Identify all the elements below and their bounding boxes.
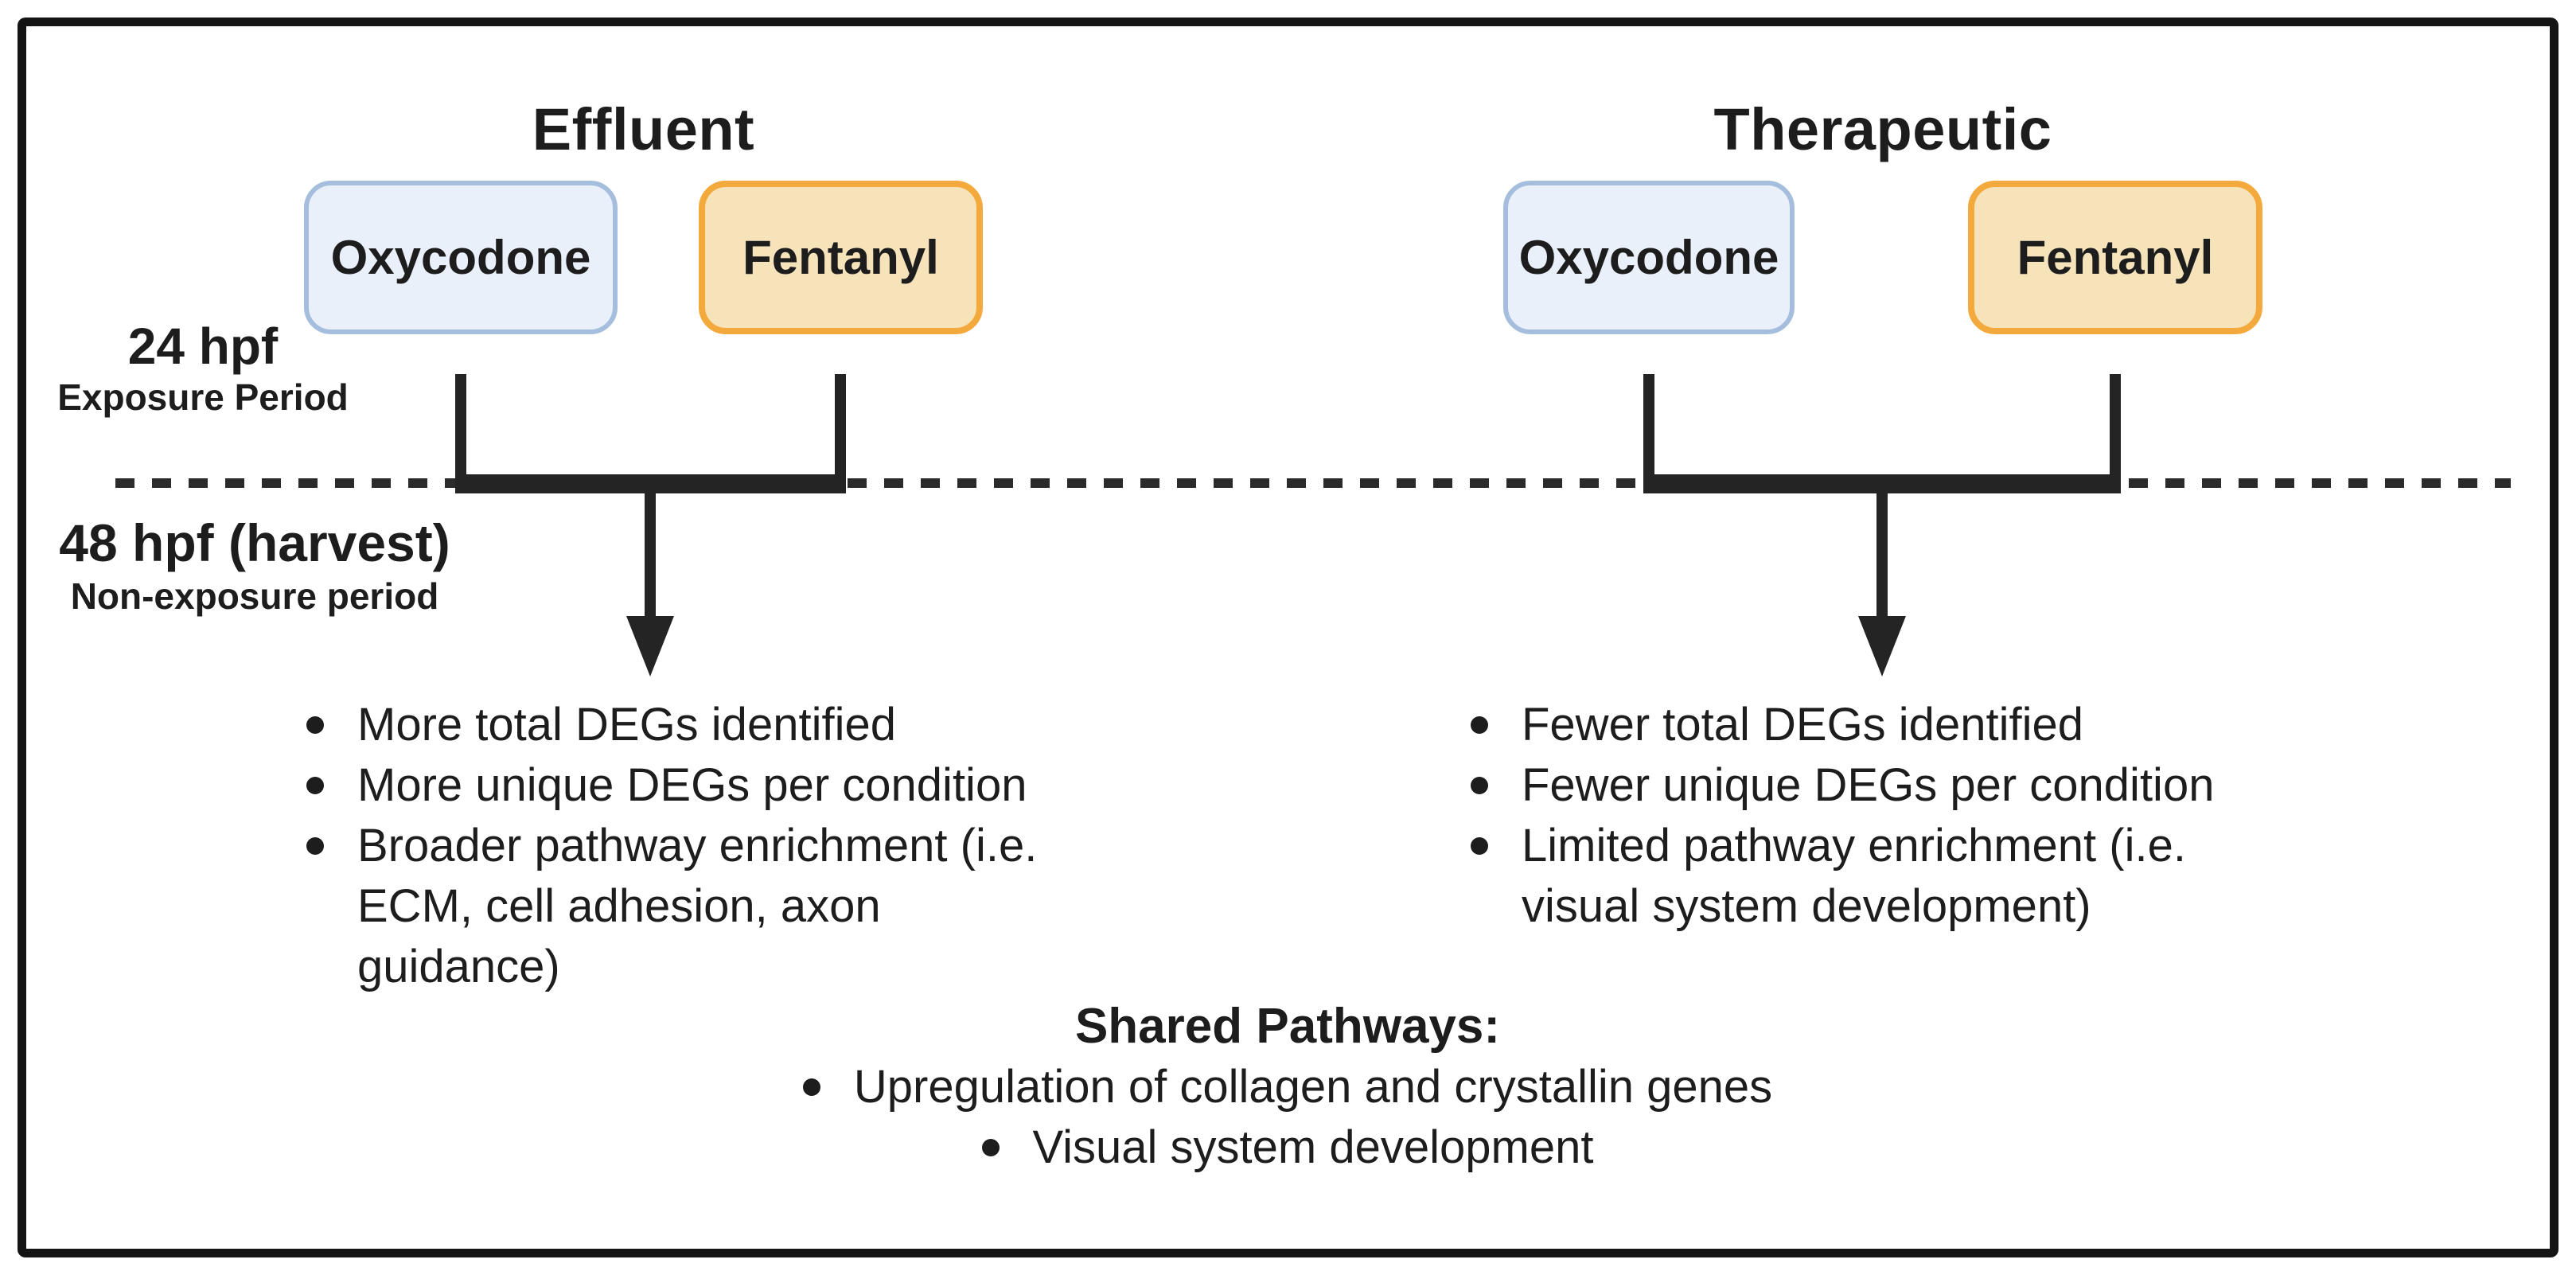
list-item: More total DEGs identified <box>306 695 1089 755</box>
bracket-stem-left-therapeutic <box>1643 374 1654 485</box>
down-arrow-icon <box>1858 616 1906 676</box>
bullet-text: Fewer unique DEGs per condition <box>1522 759 2215 811</box>
bullet-text: More total DEGs identified <box>357 699 896 751</box>
drug-box-label: Oxycodone <box>1518 231 1779 284</box>
bullet-text: Upregulation of collagen and crystallin … <box>853 1061 1773 1113</box>
list-item: Fewer unique DEGs per condition <box>1471 755 2254 816</box>
list-item: Broader pathway enrichment (i.e. ECM, ce… <box>306 816 1089 997</box>
list-item: Limited pathway enrichment (i.e. visual … <box>1471 816 2254 937</box>
list-item: Fewer total DEGs identified <box>1471 695 2254 755</box>
bullet-text: Fewer total DEGs identified <box>1522 699 2083 751</box>
down-arrow-shaft-therapeutic <box>1876 492 1888 619</box>
bullet-text: More unique DEGs per condition <box>357 759 1027 811</box>
drug-box-oxycodone-effluent: Oxycodone <box>304 181 618 334</box>
findings-list-effluent: More total DEGs identified More unique D… <box>306 695 1089 997</box>
bullet-dot-icon <box>306 777 324 794</box>
shared-pathways-heading: Shared Pathways: <box>1074 999 1501 1054</box>
figure-border <box>18 18 2558 1257</box>
timeline-end-label: 48 hpf (harvest) <box>59 513 450 572</box>
bullet-text: Visual system development <box>1032 1121 1594 1173</box>
list-item: More unique DEGs per condition <box>306 755 1089 816</box>
bullet-dot-icon <box>1471 716 1488 734</box>
bracket-bar-therapeutic <box>1643 474 2121 493</box>
drug-box-oxycodone-therapeutic: Oxycodone <box>1503 181 1795 334</box>
timeline-start-label: 24 hpf <box>127 318 279 375</box>
group-title-therapeutic: Therapeutic <box>1713 96 2052 162</box>
bullet-dot-icon <box>1471 777 1488 794</box>
bracket-stem-right-effluent <box>835 374 846 485</box>
drug-box-label: Fentanyl <box>2017 231 2214 284</box>
drug-box-fentanyl-effluent: Fentanyl <box>699 181 983 334</box>
bullet-dot-icon <box>306 837 324 855</box>
bullet-dot-icon <box>802 1078 820 1096</box>
bracket-stem-right-therapeutic <box>2110 374 2121 485</box>
bullet-dot-icon <box>306 716 324 734</box>
bullet-dot-icon <box>981 1139 1000 1156</box>
list-item: Upregulation of collagen and crystallin … <box>563 1057 2012 1117</box>
bullet-text: Broader pathway enrichment (i.e. ECM, ce… <box>357 820 1038 992</box>
bracket-bar-effluent <box>455 474 846 493</box>
list-item: Visual system development <box>563 1117 2012 1178</box>
shared-pathways-section: Shared Pathways: Upregulation of collage… <box>563 996 2012 1178</box>
bullet-dot-icon <box>1471 837 1488 855</box>
down-arrow-shaft-effluent <box>645 492 656 619</box>
drug-box-fentanyl-therapeutic: Fentanyl <box>1968 181 2262 334</box>
drug-box-label: Oxycodone <box>330 231 591 284</box>
bullet-text: Limited pathway enrichment (i.e. visual … <box>1522 820 2186 932</box>
drug-box-label: Fentanyl <box>742 231 939 284</box>
timeline-start-sublabel: Exposure Period <box>57 376 349 418</box>
group-title-effluent: Effluent <box>532 96 755 162</box>
findings-list-therapeutic: Fewer total DEGs identified Fewer unique… <box>1471 695 2254 937</box>
down-arrow-icon <box>626 616 674 676</box>
timeline-end-sublabel: Non-exposure period <box>70 575 439 617</box>
bracket-stem-left-effluent <box>455 374 466 485</box>
